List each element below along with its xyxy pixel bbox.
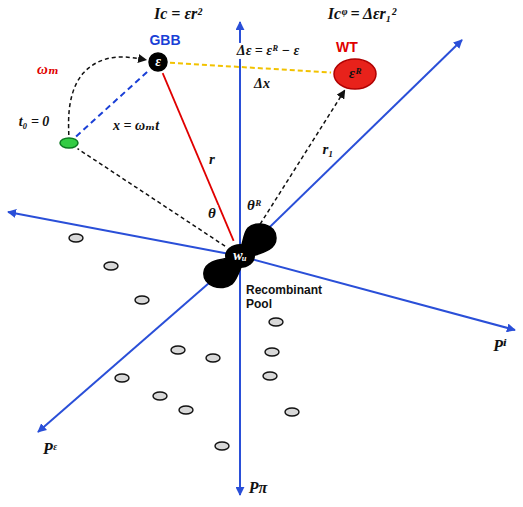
pool-particle — [263, 372, 277, 380]
pool-particle — [285, 408, 299, 416]
pool-particle — [215, 442, 229, 450]
edge-label: r₁ — [320, 141, 335, 158]
node-fill — [60, 138, 78, 148]
edge-label: ωₘ — [35, 61, 61, 78]
node-fill — [334, 59, 376, 89]
wt-circle: WTεᴿ — [333, 58, 377, 90]
node-heading: WT — [336, 39, 358, 55]
edge-label: x = ωₘt — [111, 118, 161, 134]
node-outline — [59, 137, 79, 149]
axis-label: Pπ — [247, 479, 270, 497]
pool-core — [225, 244, 255, 268]
recombinant-pool: wᵤRecombinant Pool — [200, 220, 280, 292]
axis-label: Pᵋ — [41, 440, 59, 458]
node-symbol: εᴿ — [349, 65, 361, 82]
pool-particle — [153, 392, 167, 400]
node-fill — [149, 53, 167, 71]
equation: Ic = εr² — [152, 5, 204, 23]
pool-particle — [265, 348, 279, 356]
connector — [78, 149, 226, 246]
start-label: t₀ = 0 — [17, 114, 52, 130]
pool-particle — [115, 374, 129, 382]
pool-particle — [179, 406, 193, 414]
axis-label: Pⁱ — [491, 337, 509, 355]
connector — [249, 90, 345, 242]
gbb-circle: GBBε — [148, 52, 168, 72]
node-heading: GBB — [149, 32, 180, 48]
edge-label: r — [207, 151, 217, 168]
pool-particle — [135, 296, 149, 304]
pool-particle — [269, 318, 283, 326]
axis-line — [239, 256, 241, 495]
pool-particle — [69, 234, 83, 242]
pool-label: Recombinant Pool — [246, 284, 330, 312]
start-point: t₀ = 0 — [59, 137, 79, 149]
angle-label: θ — [206, 205, 218, 222]
connector — [170, 63, 331, 73]
pool-particle — [104, 262, 118, 270]
angle-label: θᴿ — [245, 197, 263, 214]
axis-line — [240, 256, 515, 330]
equation: Icᵠ = Δεr₁² — [326, 5, 398, 23]
axis-line — [240, 40, 462, 256]
connector — [163, 73, 234, 241]
pool-particle — [206, 354, 220, 362]
edge-label: Δε = εᴿ − ε — [235, 43, 301, 59]
distance-label: Δx — [252, 76, 272, 92]
pool-particle — [171, 346, 185, 354]
pool-symbol: wᵤ — [233, 248, 247, 264]
node-symbol: ε — [155, 54, 161, 70]
pool-blob — [204, 224, 276, 288]
